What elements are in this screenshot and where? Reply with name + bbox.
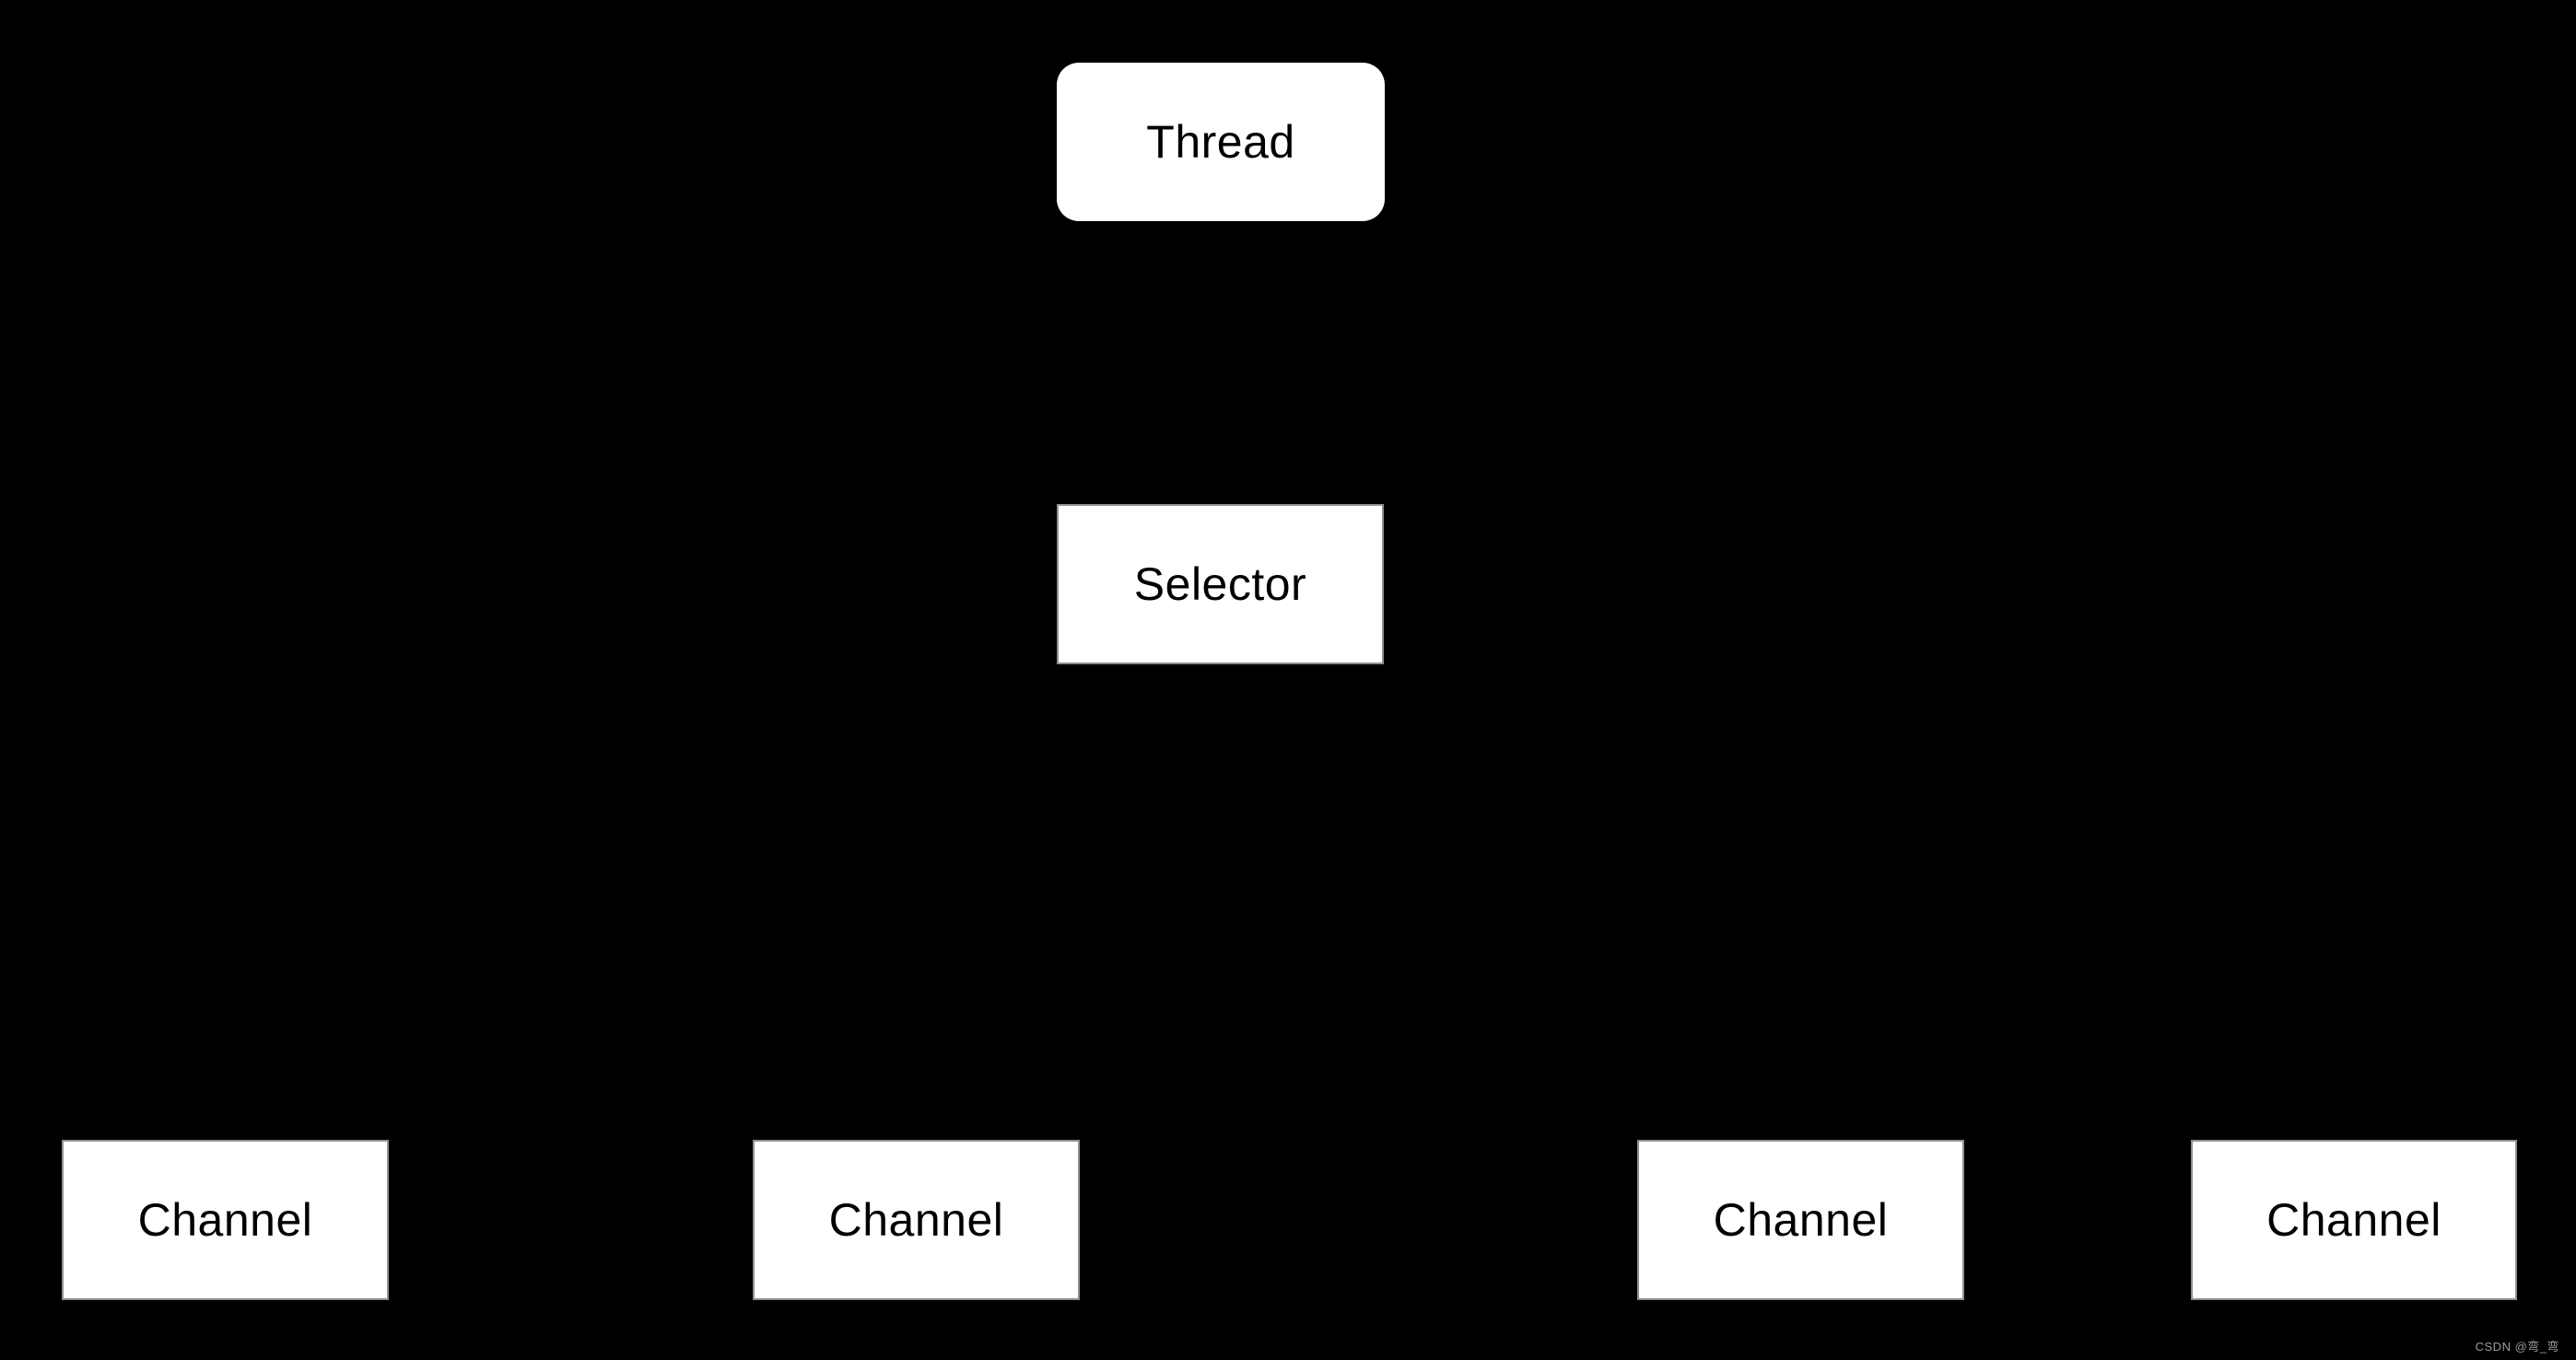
node-channel-2: Channel	[753, 1140, 1080, 1300]
node-selector: Selector	[1057, 504, 1384, 664]
node-channel-4: Channel	[2191, 1140, 2517, 1300]
node-selector-label: Selector	[1133, 558, 1307, 610]
node-channel-3: Channel	[1637, 1140, 1964, 1300]
node-channel-3-label: Channel	[1713, 1194, 1889, 1246]
node-channel-4-label: Channel	[2266, 1194, 2441, 1246]
node-channel-1: Channel	[62, 1140, 389, 1300]
node-thread: Thread	[1057, 63, 1385, 221]
node-channel-1-label: Channel	[137, 1194, 313, 1246]
watermark: CSDN @弯_弯	[2475, 1340, 2559, 1354]
node-thread-label: Thread	[1146, 116, 1295, 168]
node-channel-2-label: Channel	[828, 1194, 1004, 1246]
